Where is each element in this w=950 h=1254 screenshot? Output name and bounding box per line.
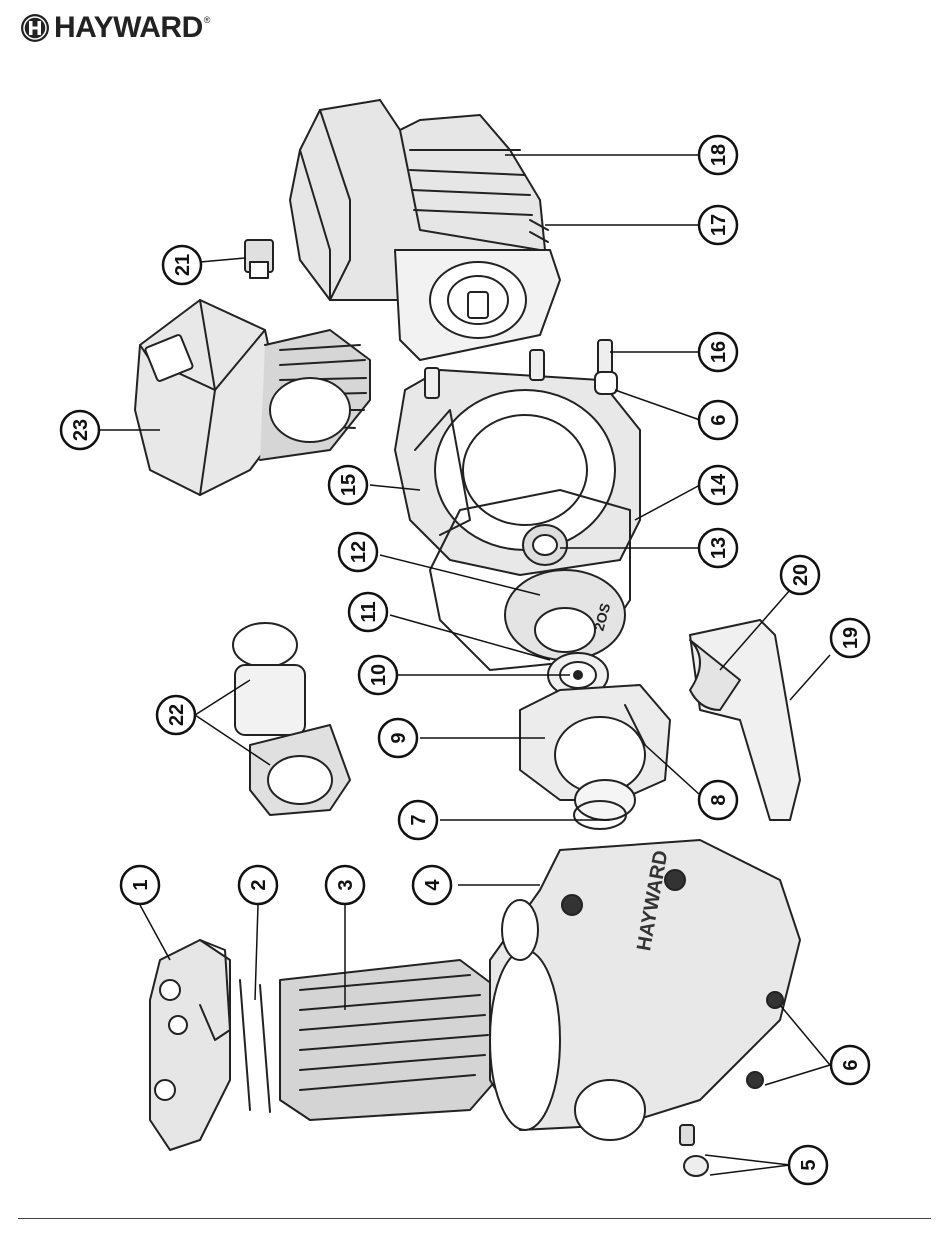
label-3: 3 [326, 866, 364, 904]
label-2: 2 [239, 866, 277, 904]
svg-text:2: 2 [248, 879, 270, 890]
svg-text:22: 22 [166, 704, 188, 726]
label-6a: 6 [699, 401, 737, 439]
label-7: 7 [399, 801, 437, 839]
label-13: 13 [699, 529, 737, 567]
svg-text:6: 6 [708, 414, 730, 425]
impeller: 2OS [505, 570, 625, 660]
label-18: 18 [699, 136, 737, 174]
svg-text:20: 20 [790, 564, 812, 586]
svg-text:16: 16 [708, 341, 730, 363]
label-11: 11 [349, 593, 387, 631]
svg-text:17: 17 [708, 214, 730, 236]
label-8: 8 [699, 781, 737, 819]
svg-text:11: 11 [358, 601, 380, 622]
svg-text:10: 10 [368, 664, 390, 686]
label-6b: 6 [831, 1046, 869, 1084]
svg-text:21: 21 [172, 254, 194, 276]
label-12: 12 [339, 533, 377, 571]
motor [290, 100, 560, 360]
svg-text:14: 14 [708, 473, 730, 496]
label-4: 4 [413, 866, 451, 904]
svg-text:18: 18 [708, 144, 730, 166]
label-22: 22 [157, 696, 195, 734]
cord-connector [245, 240, 273, 278]
svg-text:15: 15 [338, 474, 360, 496]
label-1: 1 [121, 866, 159, 904]
label-9: 9 [379, 719, 417, 757]
shaft-seal [523, 525, 567, 565]
svg-text:4: 4 [422, 879, 444, 891]
diffuser [520, 685, 670, 829]
label-21: 21 [163, 246, 201, 284]
strainer-lid [150, 940, 230, 1150]
label-20: 20 [781, 556, 819, 594]
label-16: 16 [699, 333, 737, 371]
strainer-basket [280, 960, 505, 1120]
footer-divider [18, 1218, 931, 1219]
union-fitting [233, 623, 350, 815]
label-23: 23 [61, 411, 99, 449]
label-19: 19 [831, 619, 869, 657]
svg-text:8: 8 [708, 794, 730, 805]
svg-text:19: 19 [840, 627, 862, 649]
label-5: 5 [789, 1146, 827, 1184]
svg-text:23: 23 [70, 419, 92, 441]
svg-text:1: 1 [130, 879, 152, 890]
svg-text:3: 3 [335, 879, 357, 890]
svg-text:13: 13 [708, 537, 730, 559]
seal-plate [395, 370, 640, 575]
svg-text:7: 7 [408, 814, 430, 825]
svg-text:12: 12 [348, 541, 370, 563]
variable-speed-drive [135, 300, 370, 495]
drain-plug [680, 1125, 708, 1176]
label-14: 14 [699, 466, 737, 504]
label-15: 15 [329, 466, 367, 504]
label-17: 17 [699, 206, 737, 244]
svg-text:6: 6 [840, 1059, 862, 1070]
label-10: 10 [359, 656, 397, 694]
svg-text:5: 5 [798, 1159, 820, 1170]
svg-text:9: 9 [388, 732, 410, 743]
